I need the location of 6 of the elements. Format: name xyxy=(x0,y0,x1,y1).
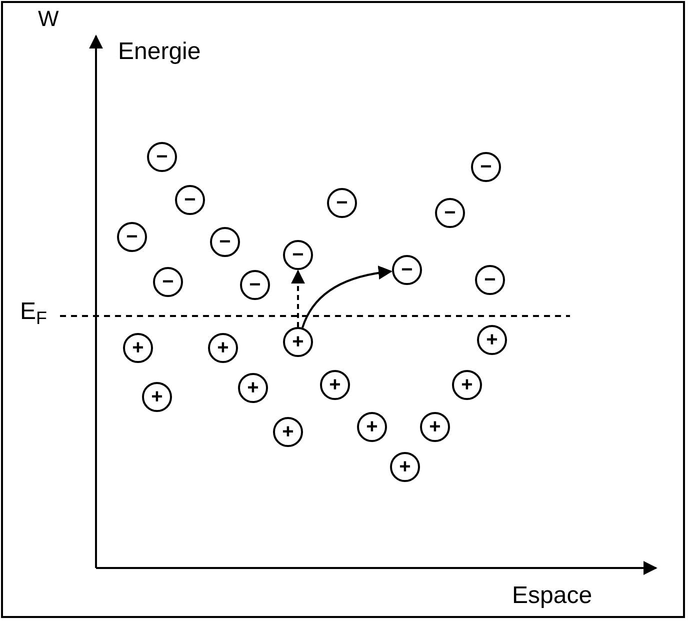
axis-label: E$_{F}$ xyxy=(20,300,48,324)
axis-label: Energie xyxy=(118,40,201,64)
axis-label: W xyxy=(38,8,59,30)
arrow xyxy=(291,270,305,327)
axis-label: Espace xyxy=(512,584,592,608)
arrow xyxy=(302,266,392,328)
